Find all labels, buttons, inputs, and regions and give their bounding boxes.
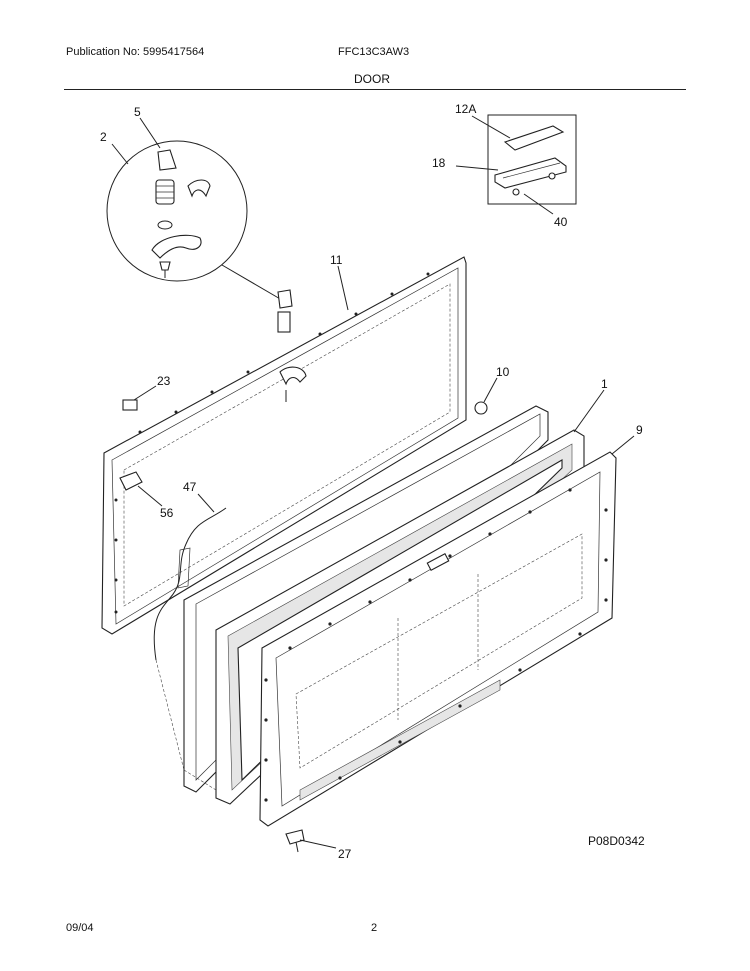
callout-47: 47 — [183, 480, 197, 494]
callout-12a: 12A — [455, 102, 476, 116]
callout-10: 10 — [496, 365, 510, 379]
callout-11: 11 — [330, 253, 343, 267]
callouts: 5 2 12A 18 40 11 10 23 1 9 47 56 27 — [100, 102, 643, 861]
door-panel-11 — [101, 256, 467, 661]
footer-page-number: 2 — [371, 922, 378, 934]
drawing-id: P08D0342 — [588, 834, 645, 848]
header-rule — [64, 89, 686, 90]
model-number: FFC13C3AW3 — [338, 46, 410, 58]
outer-door-panel-9 — [259, 451, 617, 853]
section-title: DOOR — [354, 72, 390, 86]
callout-56: 56 — [160, 506, 174, 520]
leader-lines — [111, 115, 635, 849]
handle-inset — [487, 114, 577, 205]
callout-23: 23 — [157, 374, 171, 388]
alignment-line — [183, 769, 217, 791]
callout-2: 2 — [100, 130, 107, 144]
hinge-detail — [106, 140, 283, 301]
callout-40: 40 — [554, 215, 568, 229]
footer-date: 09/04 — [66, 922, 94, 934]
callout-18: 18 — [432, 156, 446, 170]
callout-5: 5 — [134, 105, 141, 119]
callout-27: 27 — [338, 847, 352, 861]
publication-number: Publication No: 5995417564 — [66, 46, 205, 58]
callout-9: 9 — [636, 423, 643, 437]
alignment-line — [155, 659, 185, 771]
callout-1: 1 — [601, 377, 608, 391]
